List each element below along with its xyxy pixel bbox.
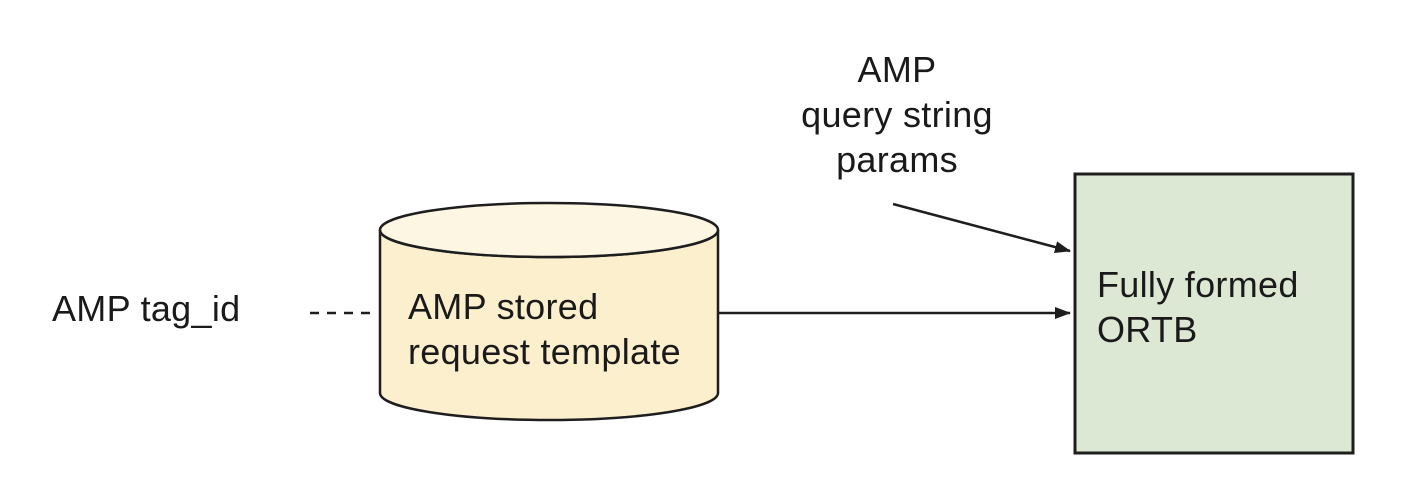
label-query-string-params: AMP query string params [801,49,993,180]
label-amp-tag-id: AMP tag_id [52,288,241,329]
label-ortb-box: Fully formed ORTB [1097,264,1299,350]
label-stored-request-db: AMP stored request template [408,286,681,372]
connector-params-to-ortb [892,202,1071,253]
database-top [378,201,720,259]
database-shape [378,201,720,422]
ortb-rect [1073,172,1355,455]
